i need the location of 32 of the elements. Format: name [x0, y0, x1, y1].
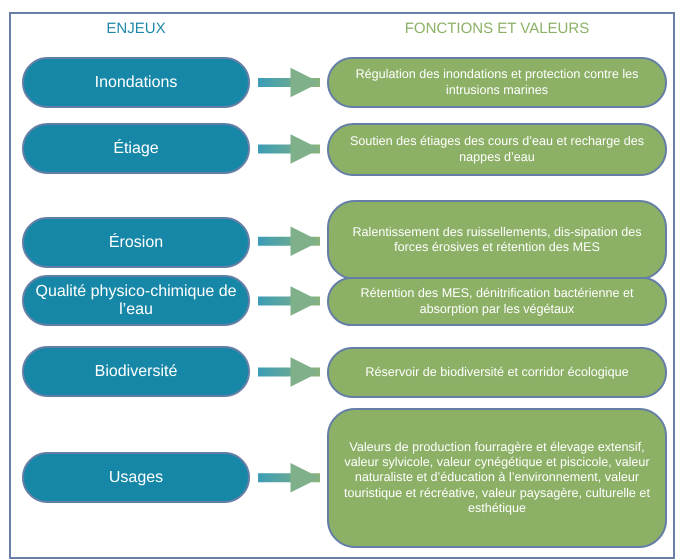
issue-box — [22, 346, 250, 397]
box-text: Étiage — [113, 140, 159, 158]
box-text: Érosion — [108, 234, 164, 252]
function-box — [327, 408, 667, 548]
arrow — [258, 286, 320, 316]
arrow — [258, 226, 320, 256]
column-heading: FONCTIONS ET VALEURS — [404, 20, 590, 37]
box-text: Usages — [108, 468, 164, 486]
function-box — [327, 200, 667, 280]
issue-box — [22, 217, 250, 268]
issue-box — [22, 275, 250, 326]
box-text: Rétention des MES, dénitrification bactérienne et absorption par les végétaux — [359, 286, 635, 317]
arrow — [258, 68, 320, 98]
box-text: Réservoir de biodiversité et corridor écologique — [365, 364, 629, 380]
function-box — [327, 277, 667, 326]
box-text: Ralentissement des ruissellements, dis-sipation des forces érosives et rétention des MES — [351, 224, 643, 256]
box-text: Soutien des étiages des cours d’eau et recharge des nappes d’eau — [348, 134, 646, 165]
box-text: Régulation des inondations et protection contre les intrusions marines — [354, 67, 640, 98]
box-text: Biodiversité — [94, 362, 178, 380]
box-text: Valeurs de production fourragère et élevage extensif, valeur sylvicole, valeur cynégétique et piscicole, valeur naturaliste et d’éducation à l’environnement, valeur touristique et récréative, valeur paysagère, culturelle et esthétique — [343, 440, 651, 516]
issue-box — [22, 452, 250, 503]
box-text: Qualité physico-chimique de l’eau — [34, 282, 238, 318]
function-box — [327, 347, 667, 398]
arrow — [258, 462, 320, 493]
arrow — [258, 134, 320, 164]
issue-box — [22, 57, 250, 108]
box-text: Inondations — [94, 74, 178, 92]
column-heading: ENJEUX — [105, 20, 167, 37]
issue-box — [22, 123, 250, 174]
arrow — [258, 357, 320, 387]
function-box — [327, 123, 667, 176]
function-box — [327, 57, 667, 108]
